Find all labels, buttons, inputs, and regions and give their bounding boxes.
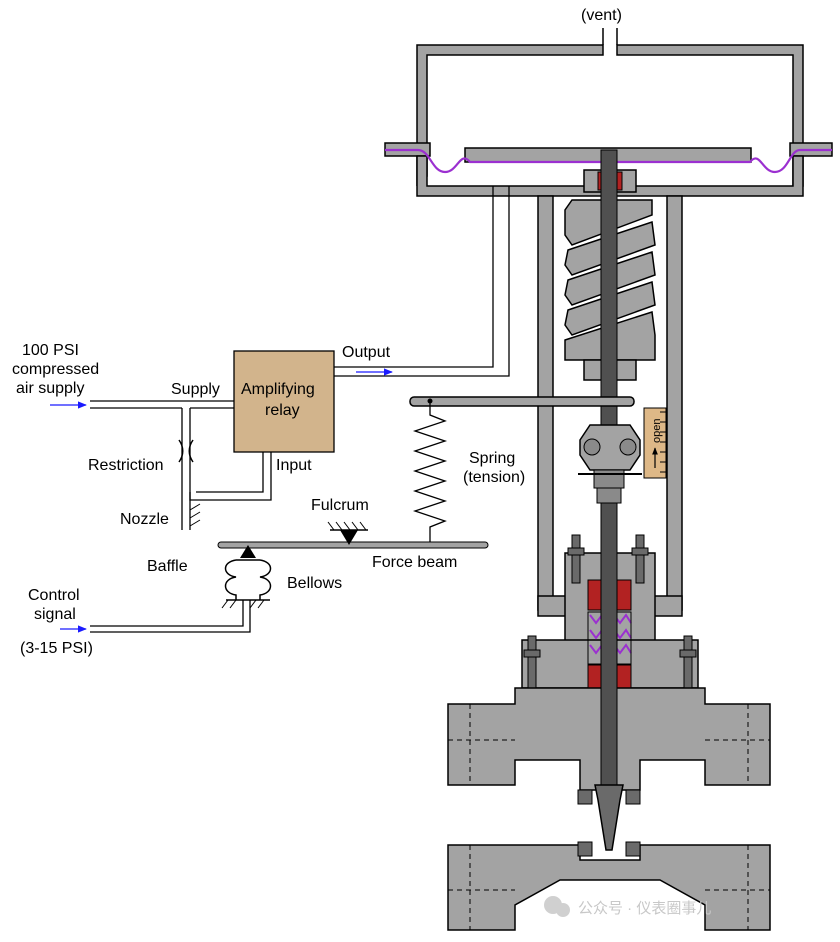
relay-label-line1: Amplifying	[241, 381, 315, 398]
valve-plug	[594, 784, 624, 851]
output-label: Output	[342, 344, 391, 361]
input-label: Input	[276, 457, 312, 474]
force-beam-label: Force beam	[372, 554, 457, 571]
scale-open-label: open	[651, 419, 663, 443]
force-beam	[217, 541, 489, 549]
vent-label: (vent)	[581, 7, 622, 24]
fulcrum	[327, 521, 368, 545]
supply-source-line3: air supply	[16, 380, 84, 397]
restriction-label: Restriction	[88, 457, 164, 474]
fulcrum-label: Fulcrum	[311, 497, 369, 514]
watermark: 公众号 · 仪表圈事儿	[544, 896, 711, 917]
supply-source-line2: compressed	[12, 361, 99, 378]
control-signal-line1: Control	[28, 587, 80, 604]
bellows-label: Bellows	[287, 575, 342, 592]
nozzle-label: Nozzle	[120, 511, 169, 528]
stem-connector	[578, 424, 642, 504]
amplifying-relay	[233, 350, 335, 453]
spring-label-line2: (tension)	[463, 469, 525, 486]
baffle-label: Baffle	[147, 558, 188, 575]
feedback-spring	[412, 403, 448, 545]
relay-label-line2: relay	[265, 402, 300, 419]
control-signal-line3: (3-15 PSI)	[20, 640, 93, 657]
supply-source-line1: 100 PSI	[22, 342, 79, 359]
control-signal-line2: signal	[34, 606, 76, 623]
travel-scale	[643, 407, 667, 479]
svg-text:公众号 · 仪表圈事儿: 公众号 · 仪表圈事儿	[578, 900, 711, 917]
spring-label-line1: Spring	[469, 450, 515, 467]
feedback-arm	[409, 396, 635, 407]
supply-label: Supply	[171, 381, 220, 398]
bellows	[221, 559, 272, 609]
actuator-housing	[384, 28, 833, 197]
